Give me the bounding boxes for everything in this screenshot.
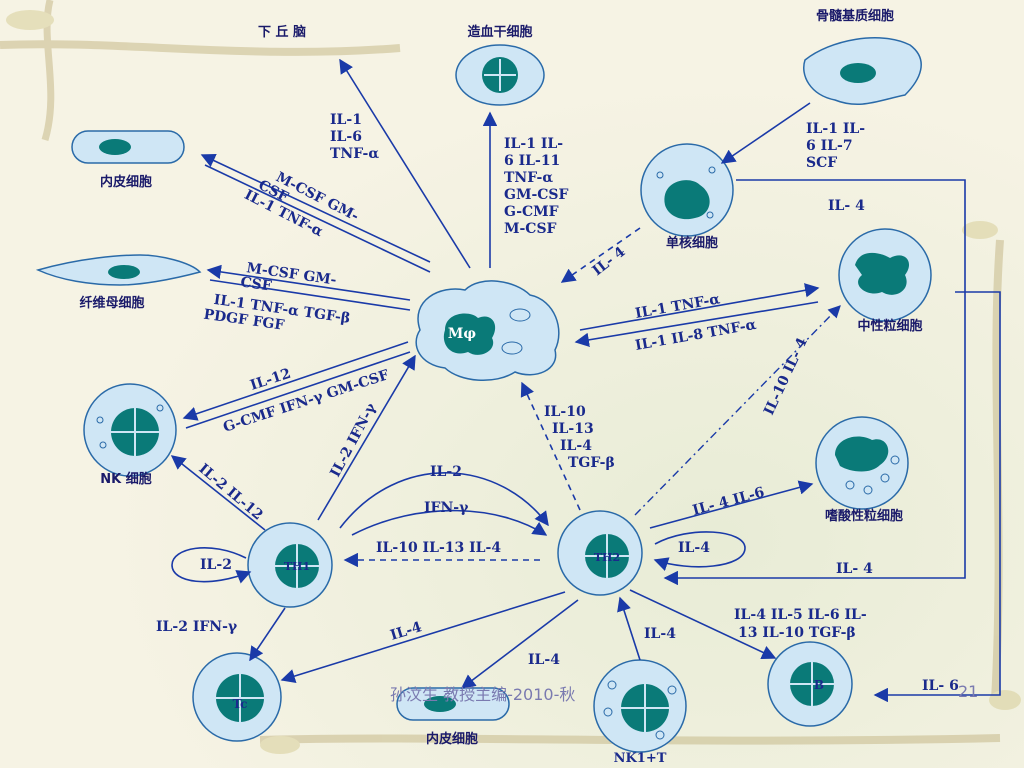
- stroma-cell-icon: [803, 37, 922, 106]
- eosinophil-label: 嗜酸性粒细胞: [825, 508, 903, 524]
- tc-label: Tc: [233, 697, 248, 711]
- vine-border-decoration: [0, 0, 1021, 754]
- stroma-cytokines: IL-1 IL- 6 IL-7 SCF: [806, 121, 870, 171]
- th2-to-mphi-cytokines: IL-10 IL-13 IL-4 TGF-β: [544, 404, 615, 471]
- stroma-label: 骨髓基质细胞: [816, 8, 894, 24]
- neutrophil-cell-icon: [838, 228, 932, 322]
- th1-to-tc-label: IL-2 IFN-γ: [156, 619, 238, 635]
- fibroblast-label: 纤维母细胞: [79, 295, 144, 311]
- endothelial-bottom-label: 内皮细胞: [426, 731, 478, 747]
- th1-cell-icon: [247, 522, 333, 608]
- th1-th2-mid-label: IFN-γ: [424, 500, 469, 516]
- th2-to-b-cytokines: IL-4 IL-5 IL-6 IL- 13 IL-10 TGF-β: [734, 607, 872, 641]
- endothelial-bottom-cell-icon: [396, 687, 510, 721]
- macrophage-label: Mφ: [448, 326, 476, 342]
- nk1t-label: NK1+T: [614, 751, 667, 766]
- to-b-il6-label: IL- 6: [922, 678, 959, 694]
- macrophage-cell-icon: [415, 280, 560, 382]
- fibroblast-cell-icon: [35, 254, 202, 286]
- th2-to-endo-label: IL-4: [528, 652, 560, 668]
- th1-label: TH1: [284, 560, 310, 573]
- th1-self-label: IL-2: [200, 557, 232, 573]
- b-cell-icon: [767, 641, 853, 727]
- eosinophil-cell-icon: [815, 416, 909, 510]
- nk1t-to-th2-label: IL-4: [644, 626, 676, 642]
- neutrophil-label: 中性粒细胞: [857, 318, 922, 334]
- endothelial-top-cell-icon: [71, 130, 185, 164]
- monocyte-label: 单核细胞: [666, 235, 718, 251]
- hsc-label: 造血干细胞: [467, 24, 532, 40]
- th2-th1-dashed-label: IL-10 IL-13 IL-4: [376, 540, 501, 556]
- th2-label: TH2: [594, 551, 620, 564]
- page-number: 21: [958, 682, 978, 701]
- arrows: [170, 58, 1001, 703]
- mono-right-cytokine: IL- 4: [828, 198, 865, 214]
- b-cell-label: B: [814, 678, 824, 692]
- hsc-cytokines: IL-1 IL- 6 IL-11 TNF-α GM-CSF G-CMF M-CS…: [504, 136, 573, 237]
- right-loop-label: IL- 4: [836, 561, 873, 577]
- th1-th2-top-label: IL-2: [430, 464, 462, 480]
- monocyte-cell-icon: [640, 143, 734, 237]
- nk-cell-icon: [83, 383, 177, 477]
- nk1t-cell-icon: [593, 659, 687, 753]
- th2-self-label: IL-4: [678, 540, 710, 556]
- nk-label: NK 细胞: [100, 471, 151, 487]
- hypothalamus-cytokines: IL-1 IL-6 TNF-α: [330, 112, 379, 162]
- hypothalamus-label: 下 丘 脑: [258, 24, 306, 40]
- hsc-cell-icon: [455, 44, 545, 106]
- tc-cell-icon: [192, 652, 282, 742]
- th2-cell-icon: [557, 510, 643, 596]
- endothelial-top-label: 内皮细胞: [100, 174, 152, 190]
- footer-watermark: 孙汶生 教授主编-2010-秋: [390, 685, 575, 704]
